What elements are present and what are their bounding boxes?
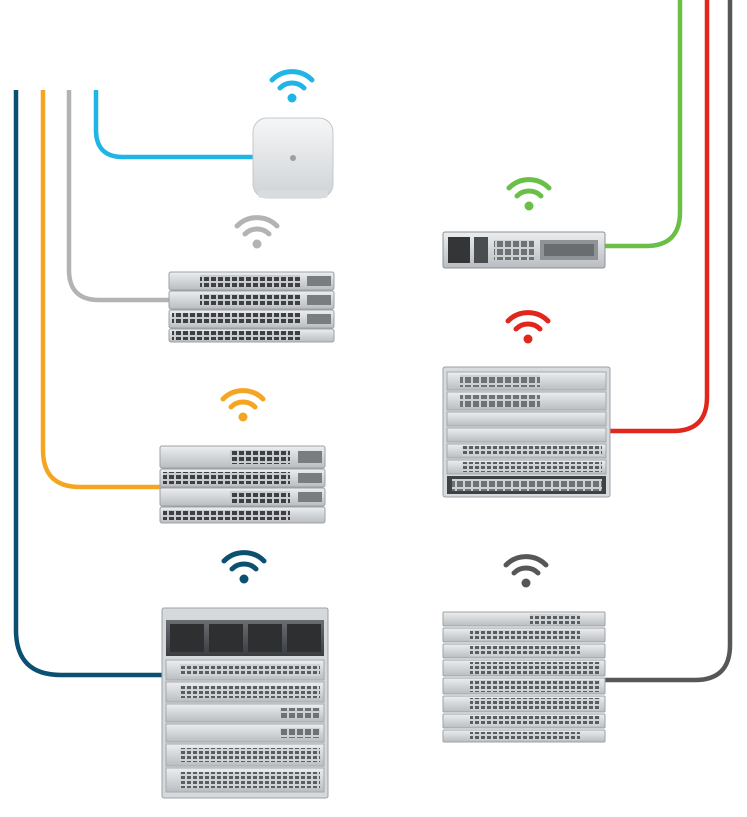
cable-green bbox=[604, 0, 683, 249]
cable-charcoal bbox=[604, 0, 733, 683]
router-appliance-green bbox=[442, 231, 606, 269]
cable-navy bbox=[13, 90, 165, 678]
wifi-icon bbox=[506, 177, 552, 211]
stacked-switch-orange bbox=[159, 445, 326, 524]
wifi-icon bbox=[503, 554, 549, 588]
stacked-switch-gray bbox=[168, 271, 335, 343]
wifi-icon bbox=[234, 215, 280, 249]
wifi-icon bbox=[505, 310, 551, 344]
cable-orange bbox=[40, 90, 165, 490]
access-point bbox=[252, 117, 334, 199]
cable-red bbox=[606, 0, 710, 434]
wifi-icon bbox=[221, 550, 267, 584]
switch-stack-charcoal bbox=[442, 611, 606, 743]
wifi-icon bbox=[220, 388, 266, 422]
wifi-icon bbox=[269, 69, 315, 103]
cable-cyan bbox=[93, 90, 258, 160]
cable-gray bbox=[66, 90, 170, 303]
modular-chassis-navy bbox=[161, 607, 329, 799]
modular-chassis-red bbox=[442, 366, 611, 498]
